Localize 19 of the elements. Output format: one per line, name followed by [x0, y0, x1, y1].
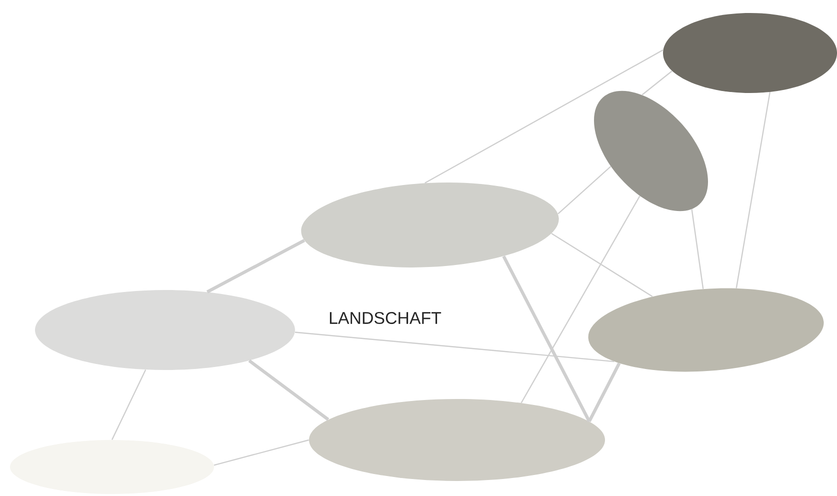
connector-line	[691, 209, 704, 289]
connector-line	[520, 196, 640, 404]
connector-line	[551, 232, 653, 297]
diagram-label: LANDSCHAFT	[330, 312, 442, 324]
connector-line	[206, 239, 306, 294]
ellipse-node	[10, 440, 214, 494]
connector-line	[558, 166, 612, 214]
connector-line	[294, 332, 614, 362]
ellipse-node	[309, 398, 605, 481]
connector-line	[248, 359, 330, 421]
ellipse-node	[663, 13, 837, 93]
connector-line	[502, 256, 591, 422]
connector-line	[111, 369, 146, 440]
connector-line	[642, 70, 672, 96]
ellipse-node	[35, 290, 295, 370]
connector-line	[214, 439, 309, 466]
connector-line	[736, 92, 771, 288]
connector-line	[588, 362, 621, 422]
connector-line	[424, 49, 664, 184]
